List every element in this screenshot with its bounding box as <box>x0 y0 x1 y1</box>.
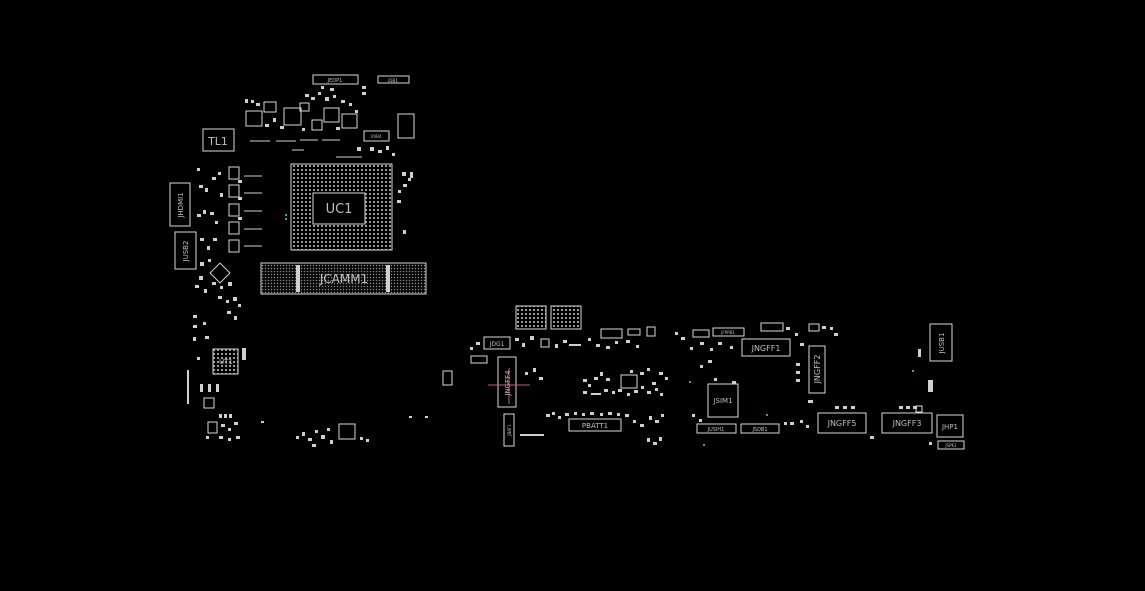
component-jusb1[interactable]: JUSB1 <box>929 323 953 362</box>
cpu-side-parts <box>397 172 413 234</box>
jedp1-label: JEDP1 <box>327 78 343 84</box>
jhdmi1-label: JHDMI1 <box>177 192 185 218</box>
pbatt1-label: PBATT1 <box>582 422 608 430</box>
uc1-label: UC1 <box>326 202 353 217</box>
component-tl1[interactable]: TL1 <box>202 128 235 152</box>
jspk1-label: JSPK1 <box>944 443 957 448</box>
jcamm1-label: JCAMM1 <box>319 272 368 286</box>
component-jngff5[interactable]: JNGFF5 <box>817 412 867 434</box>
jbat1-label: JBAT1 <box>507 424 512 437</box>
component-jdb1[interactable]: JDB1 <box>377 75 410 84</box>
bga-chips <box>515 305 582 330</box>
component-jdg1[interactable]: JDG1 <box>483 336 511 350</box>
component-jsdb1[interactable]: JSDB1 <box>740 423 780 434</box>
jhp1-label: JHP1 <box>941 423 958 431</box>
via-dots <box>285 214 914 446</box>
component-uvb4[interactable]: UVB4 <box>363 130 390 142</box>
component-jngff3[interactable]: JNGFF3 <box>881 412 933 434</box>
ut1-label: UT1 <box>219 358 233 366</box>
jngff5-label: JNGFF5 <box>827 419 857 428</box>
component-pbatt1[interactable]: PBATT1 <box>568 418 622 432</box>
jdb1-label: JDB1 <box>387 78 398 83</box>
jngff3-label: JNGFF3 <box>892 419 922 428</box>
jdg1-label: JDG1 <box>489 341 505 348</box>
jngff4-label: JNGFF4 <box>504 370 512 397</box>
component-jusih1[interactable]: JUSIH1 <box>696 423 737 434</box>
component-jngff4[interactable]: JNGFF4 <box>497 356 517 408</box>
vrm-cluster <box>244 86 415 247</box>
component-jedp1[interactable]: JEDP1 <box>312 74 359 85</box>
component-jsim1[interactable]: JSIM1 <box>707 383 739 418</box>
component-jbat1[interactable]: JBAT1 <box>503 413 515 447</box>
component-jspk1[interactable]: JSPK1 <box>937 440 965 450</box>
jngff2-label: JNGFF2 <box>813 355 822 385</box>
component-uc1[interactable]: UC1 <box>290 163 393 251</box>
component-jngff1[interactable]: JNGFF1 <box>741 338 791 357</box>
jusih1-label: JUSIH1 <box>707 427 725 433</box>
uvb4-label: UVB4 <box>371 134 382 139</box>
component-jhp1[interactable]: JHP1 <box>936 414 964 438</box>
jusb2-label: JUSB2 <box>182 241 190 263</box>
component-ut1[interactable]: UT1 <box>212 348 239 375</box>
jsdb1-label: JSDB1 <box>751 427 767 433</box>
component-jcamm1[interactable]: JCAMM1 <box>260 262 427 295</box>
jfppb1-label: JFPPB1 <box>720 330 735 335</box>
component-jngff2[interactable]: JNGFF2 <box>808 345 826 394</box>
tl1-label: TL1 <box>207 135 228 148</box>
left-column-parts <box>187 166 246 441</box>
component-jusb2[interactable]: JUSB2 <box>174 231 197 270</box>
jusb1-label: JUSB1 <box>938 333 946 355</box>
right-block-parts <box>442 322 933 445</box>
crosshair-marker <box>488 368 530 404</box>
jsim1-label: JSIM1 <box>712 397 732 405</box>
bottom-left-cluster <box>261 416 428 447</box>
jngff1-label: JNGFF1 <box>751 344 781 353</box>
component-jhdmi1[interactable]: JHDMI1 <box>169 182 191 227</box>
component-jfppb1[interactable]: JFPPB1 <box>712 327 745 337</box>
